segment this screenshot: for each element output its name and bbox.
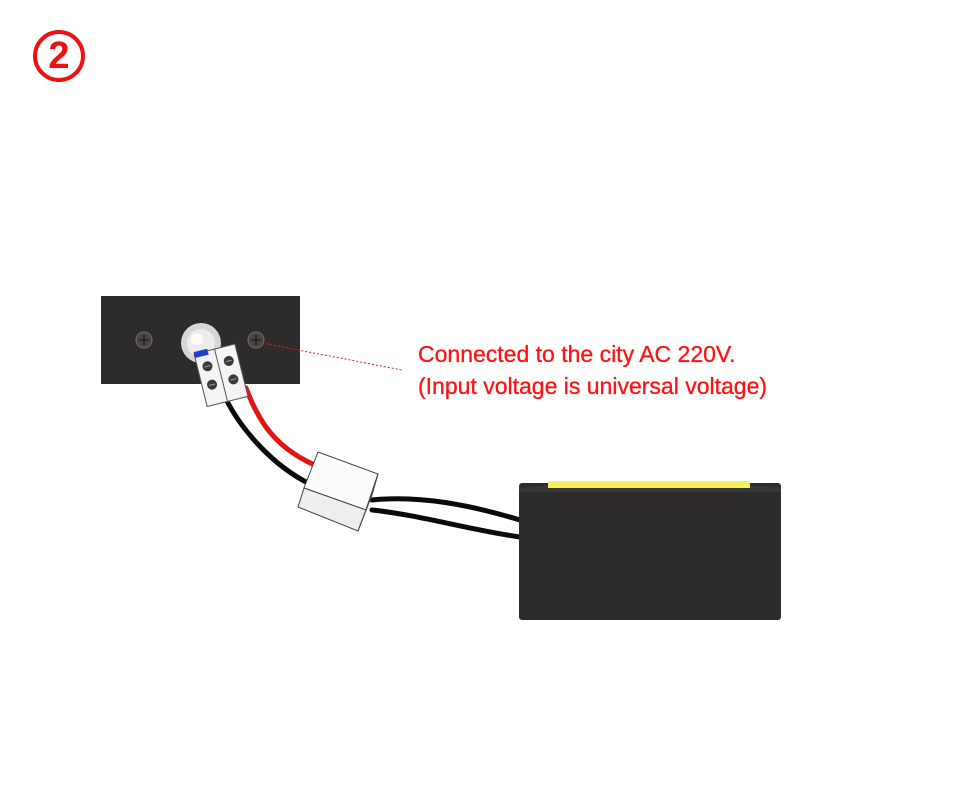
inline-connector-icon bbox=[297, 451, 379, 532]
annotation-line-2: (Input voltage is universal voltage) bbox=[418, 373, 768, 399]
terminal-wires bbox=[221, 385, 325, 488]
lamp-housing bbox=[519, 481, 781, 620]
terminal-block-icon bbox=[193, 343, 249, 408]
power-annotation: Connected to the city AC 220V. (Input vo… bbox=[418, 338, 767, 402]
led-strip bbox=[548, 481, 750, 488]
right-screw-icon bbox=[247, 331, 265, 349]
step-number-badge: 2 bbox=[33, 30, 85, 82]
annotation-line-1: Connected to the city AC 220V. bbox=[418, 341, 736, 367]
power-cable bbox=[369, 496, 523, 540]
left-screw-icon bbox=[135, 331, 153, 349]
